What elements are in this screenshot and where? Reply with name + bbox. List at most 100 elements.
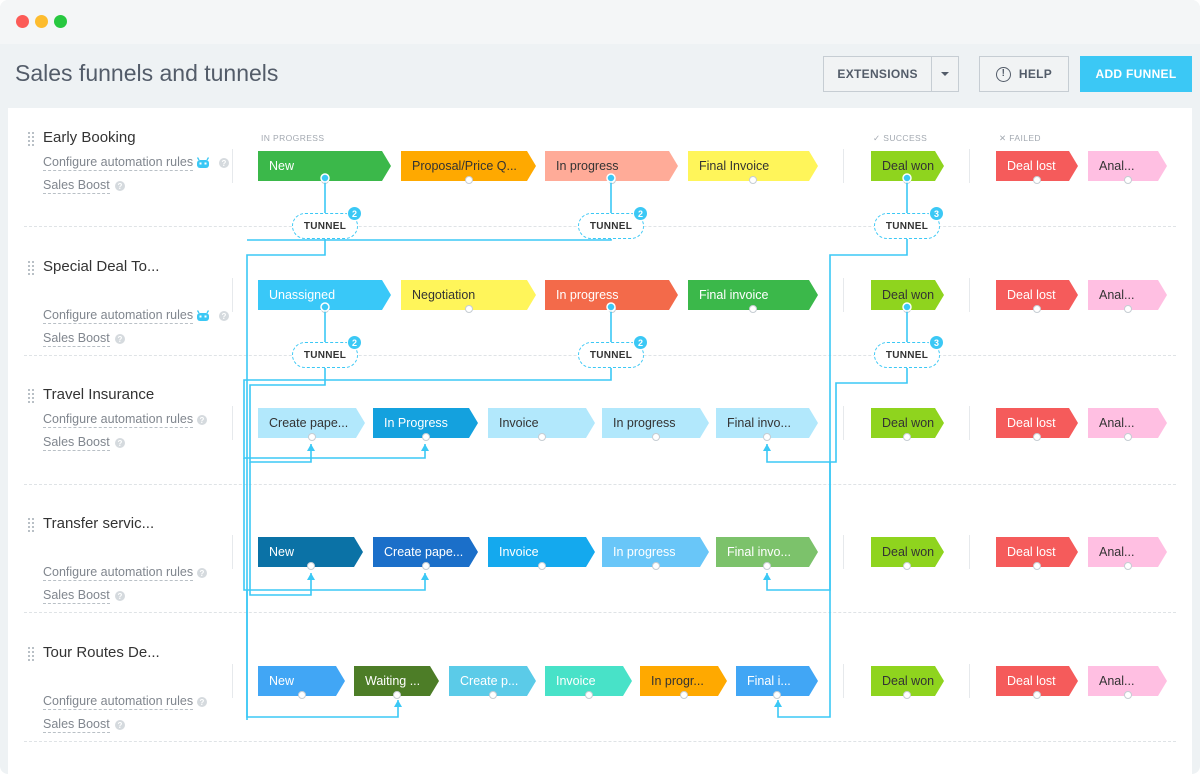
stage-connector[interactable] [320,305,329,313]
column-divider [843,149,844,183]
drag-handle-icon[interactable] [28,389,36,403]
tunnel-count-badge: 3 [929,206,944,221]
close-window-button[interactable] [16,15,29,28]
stage-connector[interactable] [306,562,315,570]
sales-boost-link[interactable]: Sales Boost [43,588,110,604]
stage-connector[interactable] [903,691,911,699]
stage-connector[interactable] [749,176,757,184]
stage-connector[interactable] [464,176,473,184]
stage-connector[interactable] [903,433,911,441]
stage-connector[interactable] [421,433,430,441]
help-icon[interactable]: ? [219,158,229,168]
stage-connector[interactable] [307,433,316,441]
drag-handle-icon[interactable] [28,261,36,275]
stage-connector[interactable] [1033,691,1041,699]
column-divider [232,278,233,312]
tunnel-pill[interactable]: TUNNEL [292,342,358,368]
robot-icon[interactable] [195,309,211,321]
help-icon[interactable]: ? [115,334,125,344]
funnel-title[interactable]: Early Booking [43,129,136,146]
help-icon[interactable]: ? [115,591,125,601]
help-icon[interactable]: ? [219,311,229,321]
funnel-title[interactable]: Transfer servic... [43,515,155,532]
stage-connector[interactable] [773,691,781,699]
stage-connector[interactable] [297,691,306,699]
help-icon[interactable]: ? [115,181,125,191]
stage-tile[interactable]: Create p... [449,666,536,696]
funnel-title[interactable]: Tour Routes De... [43,644,160,661]
stage-connector[interactable] [651,562,660,570]
stage-connector[interactable] [1033,305,1041,313]
row-divider [24,612,1176,613]
help-icon[interactable]: ? [115,720,125,730]
configure-automation-link[interactable]: Configure automation rules [43,565,194,581]
stage-connector[interactable] [1033,562,1041,570]
drag-handle-icon[interactable] [28,647,36,661]
stage-connector[interactable] [537,562,546,570]
extensions-dropdown-toggle[interactable] [931,57,958,91]
stage-connector[interactable] [464,305,473,313]
drag-handle-icon[interactable] [28,518,36,532]
stage-analysis[interactable]: Anal... [1088,151,1167,181]
drag-handle-icon[interactable] [28,132,36,146]
tunnel-count-badge: 3 [929,335,944,350]
help-icon[interactable]: ? [197,568,207,578]
stage-tile[interactable]: In progress [602,408,709,438]
stage-connector[interactable] [749,305,757,313]
help-icon[interactable]: ? [197,415,207,425]
help-icon[interactable]: ? [197,697,207,707]
stage-connector[interactable] [488,691,497,699]
tunnel-pill[interactable]: TUNNEL [292,213,358,239]
sales-boost-link[interactable]: Sales Boost [43,331,110,347]
stage-connector[interactable] [1124,562,1132,570]
stage-connector[interactable] [903,562,911,570]
stage-tile[interactable]: In progress [602,537,709,567]
tunnel-pill[interactable]: TUNNEL [578,342,644,368]
stage-connector[interactable] [679,691,688,699]
sales-boost-link[interactable]: Sales Boost [43,178,110,194]
robot-icon[interactable] [195,156,211,168]
sales-boost-link[interactable]: Sales Boost [43,435,110,451]
configure-automation-link[interactable]: Configure automation rules [43,694,194,710]
tunnel-count-badge: 2 [633,206,648,221]
stage-connector[interactable] [1124,433,1132,441]
stage-connector[interactable] [1124,305,1132,313]
stage-connector[interactable] [1124,691,1132,699]
stage-connector[interactable] [651,433,660,441]
configure-automation-link[interactable]: Configure automation rules [43,412,194,428]
stage-connector[interactable] [763,562,771,570]
column-divider [232,664,233,698]
tunnel-pill[interactable]: TUNNEL [578,213,644,239]
sales-boost-link[interactable]: Sales Boost [43,717,110,733]
help-icon[interactable]: ? [115,438,125,448]
configure-automation-link[interactable]: Configure automation rules [43,155,194,171]
stage-connector[interactable] [421,562,430,570]
stage-connector[interactable] [1033,433,1041,441]
stage-deal-lost[interactable]: Deal lost [996,666,1078,696]
stage-connector[interactable] [1124,176,1132,184]
column-divider [232,406,233,440]
stage-connector[interactable] [537,433,546,441]
stage-connector[interactable] [903,176,911,184]
tunnel-pill[interactable]: TUNNEL [874,213,940,239]
configure-automation-link[interactable]: Configure automation rules [43,308,194,324]
stage-connector[interactable] [607,176,616,184]
maximize-window-button[interactable] [54,15,67,28]
stage-connector[interactable] [320,176,329,184]
extensions-button[interactable]: EXTENSIONS [823,56,959,92]
add-funnel-button[interactable]: ADD FUNNEL [1080,56,1192,92]
stage-connector[interactable] [392,691,401,699]
stage-tile[interactable]: Invoice [545,666,632,696]
stage-connector[interactable] [607,305,616,313]
minimize-window-button[interactable] [35,15,48,28]
stage-connector[interactable] [1033,176,1041,184]
stage-deal-won[interactable]: Deal won [871,151,944,181]
tunnel-pill[interactable]: TUNNEL [874,342,940,368]
stage-connector[interactable] [763,433,771,441]
stage-connector[interactable] [584,691,593,699]
funnel-title[interactable]: Travel Insurance [43,386,155,403]
funnel-title[interactable]: Special Deal To... [43,258,160,275]
help-button[interactable]: ! HELP [979,56,1069,92]
stage-connector[interactable] [903,305,911,313]
